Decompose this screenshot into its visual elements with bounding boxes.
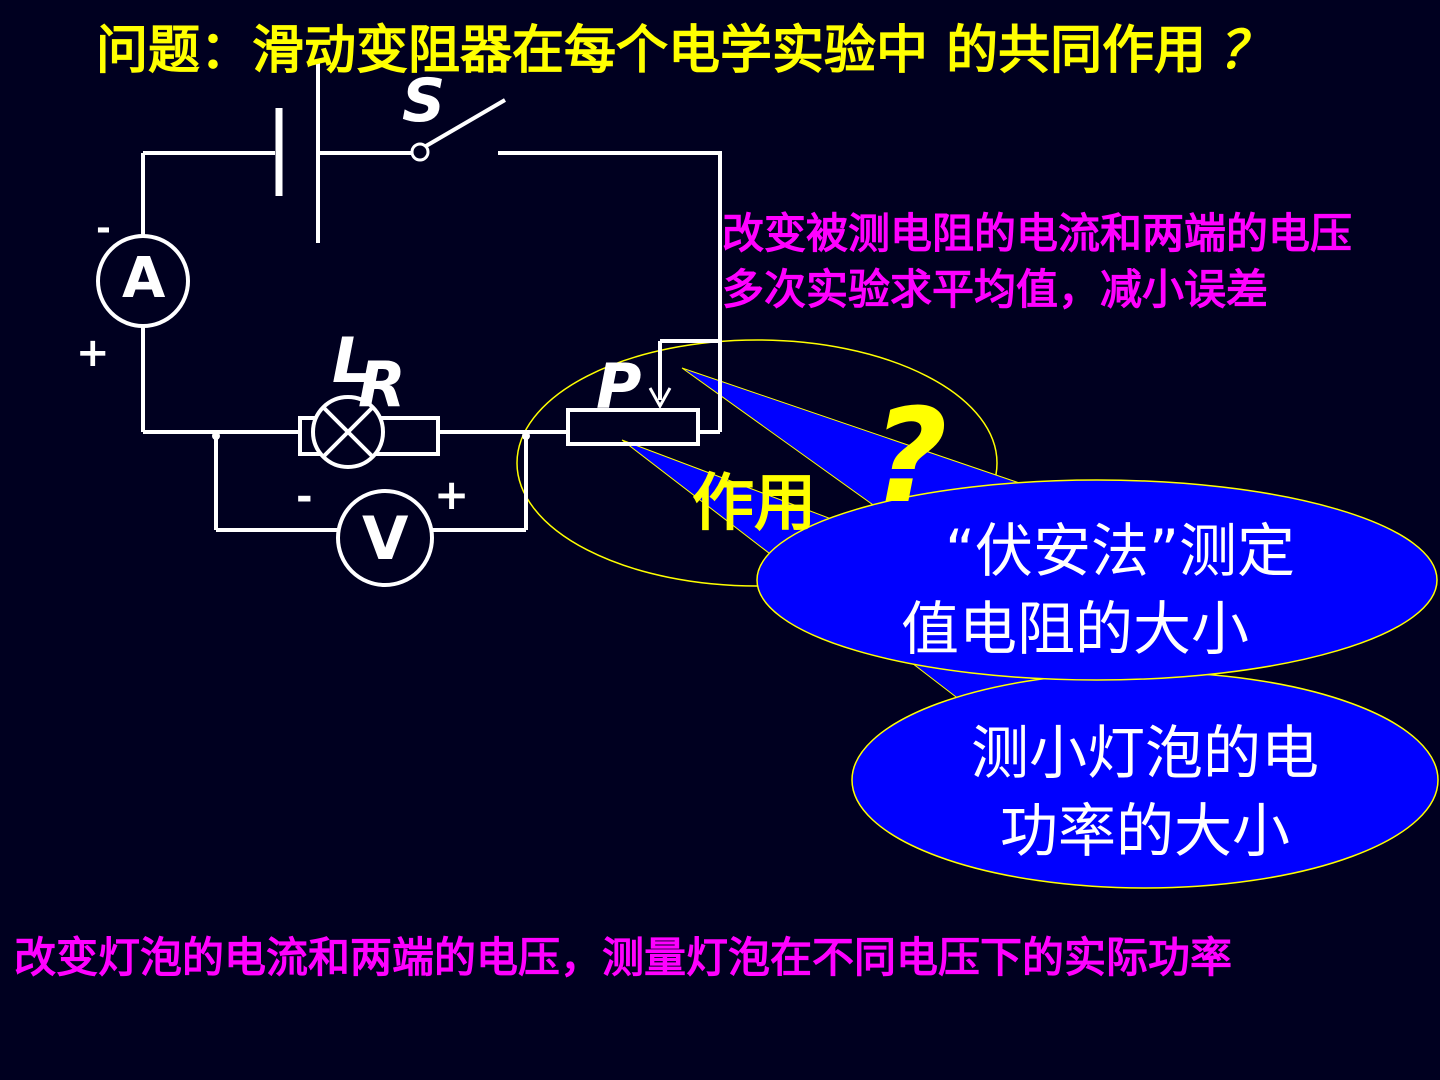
resistor-label: R (358, 348, 406, 421)
bubble-voltammetry (756, 479, 1438, 681)
callout-label: 作用 (692, 466, 817, 539)
lamp-label: L (332, 324, 372, 397)
bubble-voltammetry-text: “伏安法”测定 值电阻的大小 (880, 512, 1360, 668)
ammeter-symbol (96, 234, 190, 328)
title-question-mark: ？ (1218, 21, 1271, 81)
ammeter-label: A (122, 246, 166, 311)
resistor-experiment-note: 改变被测电阻的电流和两端的电压 多次实验求平均值，减小误差 (722, 206, 1352, 318)
switch-pivot (410, 142, 430, 162)
callout-question-mark: ? (872, 380, 948, 532)
voltmeter-label: V (362, 504, 409, 574)
switch-blade (424, 98, 507, 148)
junction-left (212, 432, 220, 440)
bubble-voltammetry-line2: 值电阻的大小 (900, 595, 1249, 663)
junction-right (522, 432, 530, 440)
switch-label: S (402, 66, 446, 136)
bubble-lamp-power-line1: 测小灯泡的电 (970, 719, 1319, 787)
resistor-note-line1: 改变被测电阻的电流和两端的电压 (722, 209, 1353, 258)
lamp-experiment-note: 改变灯泡的电流和两端的电压，测量灯泡在不同电压下的实际功率 (14, 933, 1233, 982)
page-title: 问题：滑动变阻器在每个电学实验中 的共同作用？ (96, 21, 1271, 81)
bubble-lamp-power-text: 测小灯泡的电 功率的大小 (905, 714, 1385, 870)
ammeter-plus: + (76, 330, 110, 376)
slider-arrow (648, 387, 672, 410)
resistor-note-line2: 多次实验求平均值，减小误差 (722, 265, 1269, 314)
voltmeter-plus: + (434, 470, 470, 519)
voltmeter-symbol (336, 489, 434, 587)
bubble-lamp-power-line2: 功率的大小 (999, 797, 1290, 865)
bubble-voltammetry-line1: “伏安法”测定 (944, 517, 1296, 585)
voltmeter-minus: - (296, 474, 313, 520)
slider-label: P (596, 350, 642, 423)
rheostat-body (566, 408, 700, 446)
ammeter-minus: - (96, 208, 111, 249)
